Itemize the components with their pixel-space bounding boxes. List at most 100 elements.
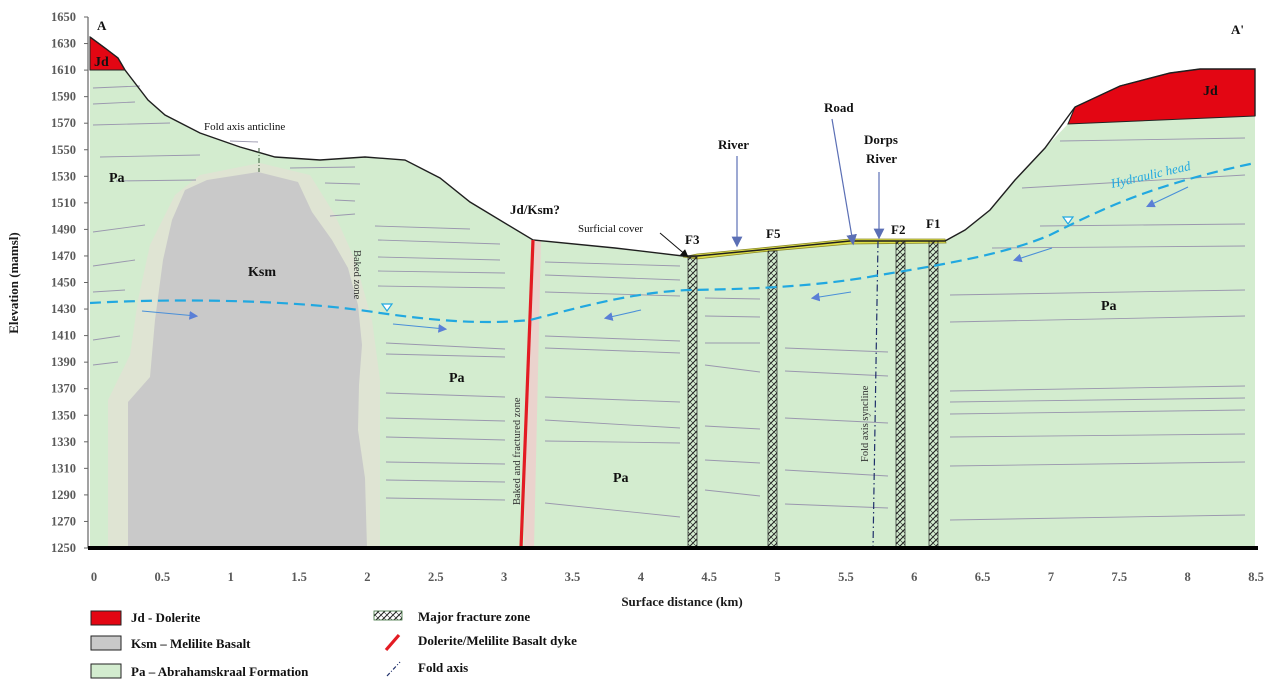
bedding-lines	[92, 85, 1246, 521]
bedding-line	[949, 514, 1246, 521]
bedding-line	[374, 225, 471, 230]
bedding-line	[385, 417, 506, 422]
fracture-label-f2: F2	[891, 222, 905, 237]
x-tick-label: 8.5	[1248, 570, 1264, 584]
y-tick-label: 1350	[51, 408, 76, 422]
water-level-triangle-left	[380, 303, 394, 313]
bedding-line	[385, 497, 506, 501]
x-tick-label: 6	[911, 570, 917, 584]
y-tick-label: 1370	[51, 382, 76, 396]
unit-label-jd-right: Jd	[1203, 84, 1218, 99]
legend-swatch-jd	[90, 610, 122, 626]
geology-body	[89, 36, 1256, 548]
unit-label-pa-1: Pa	[109, 171, 125, 186]
bedding-line	[544, 396, 681, 403]
bedding-line	[1039, 223, 1246, 227]
section-start-label: A	[97, 18, 107, 33]
unit-label-jd-left: Jd	[94, 55, 109, 70]
bedding-line	[92, 289, 126, 293]
topographic-surface	[89, 36, 1256, 257]
y-axis-ticks: 1650163016101590157015501530151014901470…	[51, 10, 88, 555]
x-tick-label: 7.5	[1111, 570, 1127, 584]
jd-ksm-label: Jd/Ksm?	[510, 202, 560, 217]
x-tick-label: 4	[638, 570, 645, 584]
bedding-line	[99, 154, 201, 158]
bedding-line	[544, 419, 681, 429]
baked-fractured-label: Baked and fractured zone	[512, 397, 523, 505]
bedding-line	[544, 502, 681, 518]
y-tick-label: 1410	[51, 329, 76, 343]
bedding-line	[704, 297, 761, 300]
river-label: River	[718, 137, 749, 152]
y-tick-label: 1270	[51, 514, 76, 528]
bedding-line	[544, 291, 681, 297]
bedding-line	[334, 199, 356, 202]
fracture-zone-f1	[928, 240, 939, 549]
bedding-line	[385, 479, 506, 483]
y-tick-label: 1590	[51, 90, 76, 104]
x-tick-label: 0	[91, 570, 97, 584]
legend-label-fracture: Major fracture zone	[418, 609, 530, 624]
bedding-line	[544, 274, 681, 281]
bedding-line	[92, 335, 121, 341]
dolerite-dyke	[519, 239, 535, 549]
bedding-line	[92, 224, 146, 233]
y-tick-label: 1610	[51, 63, 76, 77]
y-tick-label: 1470	[51, 249, 76, 263]
bedding-line	[92, 259, 136, 267]
unit-label-ksm: Ksm	[248, 265, 276, 280]
y-tick-label: 1250	[51, 541, 76, 555]
pa-formation	[90, 70, 1255, 548]
x-tick-label: 5.5	[838, 570, 854, 584]
legend-label-dyke: Dolerite/Melilite Basalt dyke	[418, 633, 577, 648]
y-tick-label: 1630	[51, 37, 76, 51]
bedding-line	[544, 261, 681, 267]
legend-swatch-pa	[90, 663, 122, 679]
x-tick-label: 3.5	[565, 570, 581, 584]
bedding-line	[949, 397, 1246, 403]
x-tick-label: 0.5	[155, 570, 171, 584]
bedding-line	[385, 353, 506, 358]
fold-anticline-label: Fold axis anticline	[204, 121, 285, 133]
legend: Jd - Dolerite Ksm – Melilite Basalt Pa –…	[90, 609, 577, 679]
flow-arrows	[141, 186, 1189, 333]
fracture-zone-f2	[895, 240, 906, 549]
bedding-line	[784, 347, 889, 353]
bedding-line	[544, 347, 681, 354]
x-tick-label: 5	[774, 570, 780, 584]
bedding-line	[385, 461, 506, 465]
bedding-line	[1059, 137, 1246, 142]
bedding-line	[784, 370, 889, 377]
bedding-line	[385, 436, 506, 441]
water-level-triangle-right	[1061, 216, 1075, 226]
baked-zone-dyke	[524, 240, 541, 548]
bedding-line	[949, 409, 1246, 415]
fracture-label-f5: F5	[766, 226, 781, 241]
bedding-line	[289, 166, 356, 169]
bedding-line	[784, 417, 889, 424]
legend-label-jd: Jd - Dolerite	[131, 610, 201, 625]
y-tick-label: 1330	[51, 435, 76, 449]
bedding-line	[377, 285, 506, 289]
x-tick-label: 1.5	[291, 570, 307, 584]
bedding-line	[229, 140, 259, 143]
x-tick-label: 3	[501, 570, 507, 584]
ksm-melilite-basalt	[128, 172, 367, 548]
bedding-line	[544, 440, 681, 444]
bedding-line	[704, 315, 761, 318]
bedding-line	[704, 459, 761, 464]
legend-swatch-fracture	[373, 610, 403, 621]
road-label: Road	[824, 100, 854, 115]
legend-label-pa: Pa – Abrahamskraal Formation	[131, 664, 309, 679]
fold-syncline-label: Fold axis syncline	[860, 385, 871, 462]
unit-label-pa-3: Pa	[613, 471, 629, 486]
y-tick-label: 1290	[51, 488, 76, 502]
bedding-line	[949, 289, 1246, 296]
bedding-line	[1021, 174, 1246, 189]
legend-swatch-ksm	[90, 635, 122, 651]
bedding-line	[385, 392, 506, 398]
baked-zone-label: Baked zone	[351, 250, 362, 300]
bedding-line	[92, 101, 136, 105]
x-tick-label: 1	[228, 570, 234, 584]
x-tick-label: 2.5	[428, 570, 444, 584]
